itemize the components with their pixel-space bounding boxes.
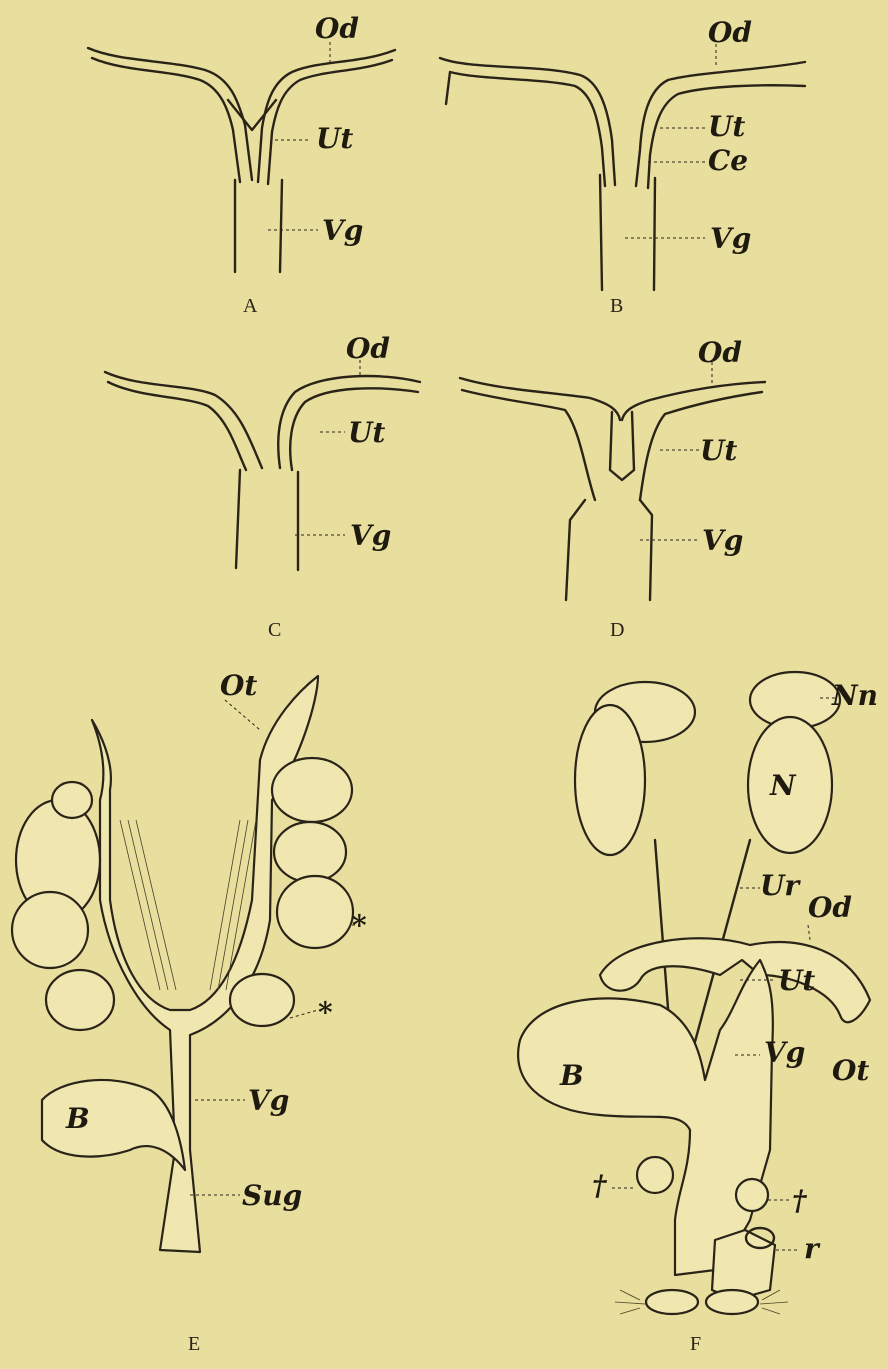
panel-e-embryo-swelling-right-3 [277, 876, 353, 948]
panel-f-label-ot: Ot [832, 1054, 869, 1087]
panel-f-label-dagger-2: † [792, 1184, 808, 1217]
panel-e-label-ot: Ot [220, 669, 257, 702]
panel-d-label-ut: Ut [700, 434, 737, 467]
panel-c-label-od: Od [346, 332, 390, 365]
panel-b-caption: B [610, 295, 623, 317]
panel-f-opening-left [646, 1290, 698, 1314]
panel-e-bladder [42, 1080, 185, 1170]
panel-e-embryo-swelling-right-1 [272, 758, 352, 822]
panel-e: Ot * * Vg B Sug E [12, 669, 367, 1355]
panel-f: Nn N Ur Od Ut B Vg Ot † † r F [518, 672, 878, 1355]
panel-e-uterus-horns [92, 676, 318, 1252]
panel-e-label-vg: Vg [248, 1084, 289, 1117]
panel-a-vagina-right [280, 180, 282, 272]
panel-b: Od Ut Ce Vg B [440, 16, 805, 317]
panel-d-septum [610, 412, 634, 480]
panel-b-vagina-left [600, 175, 602, 290]
panel-e-label-star-1: * [352, 909, 367, 942]
panel-f-kidney-left [575, 705, 645, 855]
panel-d-vagina-right [640, 500, 652, 600]
panel-f-label-r: r [804, 1232, 821, 1265]
panel-f-label-od: Od [808, 891, 852, 924]
panel-e-embryo-swelling-left-3 [46, 970, 114, 1030]
panel-a-label-vg: Vg [322, 214, 363, 247]
panel-f-gland-left [637, 1157, 673, 1193]
panel-e-label-b: B [65, 1102, 90, 1135]
panel-d: Od Ut Vg D [460, 336, 765, 641]
panel-b-label-ce: Ce [708, 144, 748, 177]
panel-f-label-vg: Vg [764, 1036, 805, 1069]
panel-c-caption: C [268, 619, 281, 641]
panel-a-uterus-fork [228, 100, 276, 130]
panel-d-oviduct-right [622, 382, 765, 420]
panel-f-label-dagger-1: † [592, 1169, 608, 1202]
panel-f-label-n: N [769, 769, 797, 802]
panel-b-label-od: Od [708, 16, 752, 49]
panel-d-label-vg: Vg [702, 524, 743, 557]
panel-d-vagina-left [566, 500, 585, 600]
panel-a-label-od: Od [315, 12, 359, 45]
panel-c: Od Ut Vg C [105, 332, 420, 641]
panel-e-label-star-2: * [318, 996, 333, 1029]
panel-b-vagina-right [654, 178, 655, 290]
panel-f-caption: F [690, 1333, 701, 1355]
panel-e-embryo-swelling-left-2 [12, 892, 88, 968]
panel-d-label-od: Od [698, 336, 742, 369]
panel-f-label-ur: Ur [760, 869, 801, 902]
panel-a-label-ut: Ut [316, 122, 353, 155]
panel-f-label-b: B [559, 1059, 584, 1092]
panel-c-label-ut: Ut [348, 416, 385, 449]
panel-e-label-sug: Sug [242, 1179, 302, 1212]
panel-f-label-nn: Nn [831, 679, 878, 712]
panel-f-gland-right [736, 1179, 768, 1211]
panel-c-vagina-left [236, 470, 240, 568]
panel-a-caption: A [243, 295, 258, 317]
panel-b-label-ut: Ut [708, 110, 745, 143]
panel-b-label-vg: Vg [710, 222, 751, 255]
panel-d-uterus-left [462, 390, 595, 500]
panel-e-caption: E [188, 1333, 200, 1355]
panel-d-caption: D [610, 619, 624, 641]
panel-f-opening-right [706, 1290, 758, 1314]
panel-a: Od Ut Vg A [88, 12, 395, 317]
panel-f-hair-hatching [615, 1290, 788, 1314]
panel-e-embryo-swelling-right-4 [230, 974, 294, 1026]
panel-b-oviduct-left [440, 58, 615, 185]
panel-f-uterus-and-bladder [518, 960, 773, 1275]
panel-a-oviduct-right [258, 50, 395, 182]
panel-e-embryo-swelling-left-4 [52, 782, 92, 818]
panel-c-horn-left-inner [108, 382, 246, 470]
panel-c-label-vg: Vg [350, 519, 391, 552]
panel-b-oviduct-left-inner [446, 72, 605, 186]
panel-e-embryo-swelling-right-2 [274, 822, 346, 882]
panel-f-label-ut: Ut [778, 964, 815, 997]
panel-f-rectum [712, 1230, 775, 1300]
panel-d-oviduct-left [460, 378, 620, 420]
